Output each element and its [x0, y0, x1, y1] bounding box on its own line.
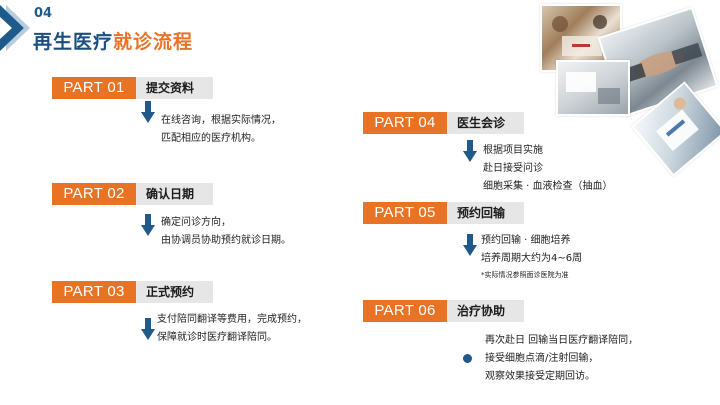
part-name: 治疗协助: [447, 300, 524, 322]
desc-line: 支付陪同翻译等费用，完成预约，: [157, 314, 307, 325]
office-desk-photo: [556, 60, 630, 116]
part-04-description: 根据项目实施 赴日接受问诊 细胞采集 · 血液检查（抽血）: [483, 142, 613, 196]
arrow-down-icon: [141, 318, 155, 340]
desc-line: 赴日接受问诊: [483, 163, 543, 174]
desc-note: *实际情况参照面诊医院为准: [481, 271, 569, 279]
desc-line: 保障就诊时医疗翻译陪同。: [157, 332, 277, 343]
part-06-header: PART 06 治疗协助: [363, 300, 524, 322]
part-01-description: 在线咨询，根据实际情况， 匹配相应的医疗机构。: [161, 112, 281, 148]
arrow-down-icon: [463, 140, 477, 162]
desc-line: 根据项目实施: [483, 145, 543, 156]
part-badge: PART 06: [363, 300, 447, 322]
desc-line: 培养周期大约为4~6周: [481, 253, 583, 264]
doctor-photo: [630, 81, 720, 177]
desc-line: 细胞采集 · 血液检查（抽血）: [483, 181, 613, 192]
page-title: 再生医疗就诊流程: [33, 27, 193, 54]
part-name: 确认日期: [136, 183, 213, 205]
desc-line: 再次赴日 回输当日医疗翻译陪同，: [485, 335, 639, 346]
desc-line: 预约回输 · 细胞培养: [481, 235, 571, 246]
part-04-header: PART 04 医生会诊: [363, 112, 524, 134]
part-01-header: PART 01 提交资料: [52, 77, 213, 99]
arrow-down-icon: [141, 101, 155, 123]
part-02-description: 确定问诊方向， 由协调员协助预约就诊日期。: [161, 214, 291, 250]
title-accent: 就诊流程: [113, 31, 194, 53]
title-main: 再生医疗: [33, 31, 114, 53]
desc-line: 匹配相应的医疗机构。: [161, 133, 261, 144]
desc-line: 在线咨询，根据实际情况，: [161, 115, 281, 126]
part-name: 医生会诊: [447, 112, 524, 134]
header-chevron-icon: [0, 5, 30, 51]
part-05-header: PART 05 预约回输: [363, 202, 524, 224]
arrow-down-icon: [463, 234, 477, 256]
part-name: 预约回输: [447, 202, 524, 224]
desc-line: 确定问诊方向，: [161, 217, 231, 228]
part-06-description: 再次赴日 回输当日医疗翻译陪同， 接受细胞点滴/注射回输， 观察效果接受定期回访…: [485, 332, 638, 386]
desc-line: 观察效果接受定期回访。: [485, 371, 595, 382]
part-03-header: PART 03 正式预约: [52, 281, 213, 303]
desc-line: 接受细胞点滴/注射回输，: [485, 353, 599, 364]
part-05-description: 预约回输 · 细胞培养 培养周期大约为4~6周 *实际情况参照面诊医院为准: [481, 232, 582, 282]
part-badge: PART 01: [52, 77, 136, 99]
part-03-description: 支付陪同翻译等费用，完成预约， 保障就诊时医疗翻译陪同。: [157, 311, 307, 347]
part-badge: PART 02: [52, 183, 136, 205]
bullet-dot-icon: [463, 354, 472, 363]
part-badge: PART 04: [363, 112, 447, 134]
part-name: 正式预约: [136, 281, 213, 303]
part-badge: PART 03: [52, 281, 136, 303]
desc-line: 由协调员协助预约就诊日期。: [161, 235, 291, 246]
section-number: 04: [34, 6, 53, 21]
part-02-header: PART 02 确认日期: [52, 183, 213, 205]
part-name: 提交资料: [136, 77, 213, 99]
arrow-down-icon: [141, 214, 155, 236]
part-badge: PART 05: [363, 202, 447, 224]
